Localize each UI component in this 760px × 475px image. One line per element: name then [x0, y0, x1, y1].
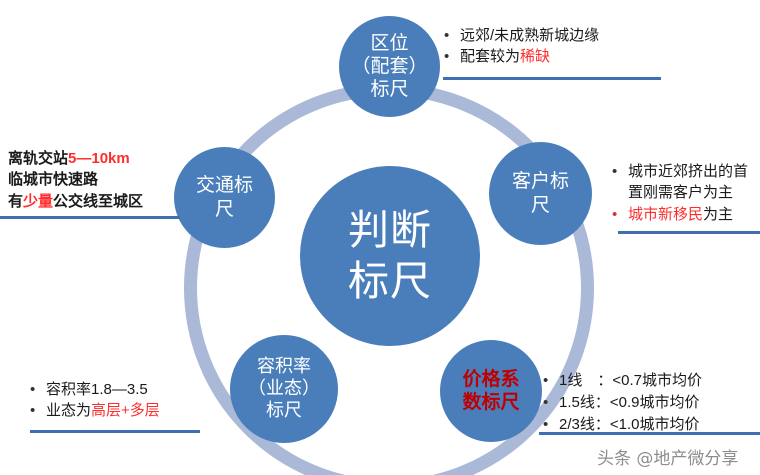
callout-price-bullet-3: • 2/3线：<1.0城市均价 — [543, 414, 702, 436]
node-location-line-1: 区位 — [370, 32, 409, 54]
callout-far-bullet-2: • 业态为高层+多层 — [30, 401, 160, 422]
node-far-line-3: 标尺 — [266, 399, 302, 420]
node-far-line-2: （业态） — [248, 378, 320, 399]
bullet-marker: • — [543, 372, 549, 389]
bullet-marker: • — [612, 163, 618, 180]
callout-customer-line-2: 置刚需客户为主 — [612, 182, 748, 203]
node-price[interactable]: 价格系 数标尺 — [440, 340, 542, 442]
callout-customer-text-3a: 城市新移民 — [628, 205, 704, 223]
node-far[interactable]: 容积率 （业态） 标尺 — [230, 335, 338, 443]
bullet-marker: • — [543, 394, 549, 412]
callout-traffic-text-3b: 少量 — [23, 192, 54, 210]
underline-price — [539, 432, 760, 435]
callout-traffic-text-3a: 有 — [8, 192, 24, 210]
bullet-marker: • — [30, 381, 36, 398]
node-location-line-2: （配套） — [351, 55, 428, 77]
node-customer[interactable]: 客户标 尺 — [489, 142, 592, 245]
center-hub-line-2: 标尺 — [348, 258, 432, 304]
watermark-label: 头条 @地产微分享 — [597, 449, 739, 469]
callout-traffic-text-2: 临城市快速路 — [8, 171, 99, 189]
callout-price-bullet-2: • 1.5线：<0.9城市均价 — [543, 392, 702, 414]
callout-customer-text-1: 城市近郊挤出的首 — [628, 163, 749, 180]
bullet-marker: • — [543, 416, 549, 434]
node-traffic-line-2: 尺 — [214, 198, 234, 220]
callout-traffic-text-1a: 离轨交站 — [8, 150, 69, 167]
node-price-line-2: 数标尺 — [462, 392, 520, 413]
callout-price-text-3: 2/3线：<1.0城市均价 — [559, 416, 700, 434]
node-customer-line-1: 客户标 — [511, 171, 569, 193]
callout-far-bullet-1: • 容积率1.8—3.5 — [30, 380, 160, 401]
node-traffic[interactable]: 交通标 尺 — [174, 147, 275, 248]
node-traffic-line-1: 交通标 — [195, 175, 253, 197]
callout-location-text-2a: 配套较为 — [460, 47, 521, 65]
center-hub-line-1: 判断 — [348, 206, 432, 253]
callout-far-text-1: 容积率1.8—3.5 — [46, 381, 148, 398]
node-center-hub[interactable]: 判断 标尺 — [300, 166, 480, 346]
node-location[interactable]: 区位 （配套） 标尺 — [339, 16, 440, 117]
callout-price-bullet-1: • 1线 ：<0.7城市均价 — [543, 370, 702, 392]
callout-customer-text-3b: 为主 — [703, 205, 734, 223]
callout-traffic-line-2: 临城市快速路 — [8, 169, 143, 190]
bullet-marker: • — [444, 47, 450, 65]
callout-customer-bullet-3: • 城市新移民为主 — [612, 204, 748, 225]
callout-traffic-line-3: 有少量公交线至城区 — [8, 191, 143, 212]
node-location-line-3: 标尺 — [370, 79, 409, 101]
callout-location-text-1: 远郊/未成熟新城边缘 — [460, 27, 600, 44]
callout-price: • 1线 ：<0.7城市均价 • 1.5线：<0.9城市均价 • 2/3线：<1… — [543, 370, 702, 437]
underline-location — [443, 77, 661, 80]
callout-location-bullet-1: • 远郊/未成熟新城边缘 — [444, 26, 599, 47]
underline-customer — [618, 231, 760, 234]
node-customer-line-2: 尺 — [530, 194, 550, 216]
callout-far-text-2a: 业态为 — [46, 401, 92, 419]
underline-far — [30, 430, 200, 433]
callout-far-text-2b: 高层+多层 — [91, 401, 160, 419]
callout-traffic-line-1: 离轨交站5—10km — [8, 148, 143, 169]
underline-traffic — [0, 216, 180, 219]
node-price-line-1: 价格系 — [462, 368, 520, 390]
callout-customer: • 城市近郊挤出的首 置刚需客户为主 • 城市新移民为主 — [612, 161, 748, 225]
bullet-marker: • — [30, 401, 36, 419]
callout-location-bullet-2: • 配套较为稀缺 — [444, 47, 599, 68]
callout-location: • 远郊/未成熟新城边缘 • 配套较为稀缺 — [444, 26, 599, 67]
bullet-marker: • — [444, 27, 450, 44]
callout-traffic: 离轨交站5—10km 临城市快速路 有少量公交线至城区 — [8, 148, 143, 212]
callout-traffic-text-3c: 公交线至城区 — [53, 192, 144, 210]
callout-price-text-1: 1线 ：<0.7城市均价 — [559, 372, 702, 389]
bullet-marker: • — [612, 205, 618, 223]
callout-customer-text-2: 置刚需客户为主 — [628, 184, 734, 202]
callout-customer-bullet-1: • 城市近郊挤出的首 — [612, 161, 748, 182]
callout-far: • 容积率1.8—3.5 • 业态为高层+多层 — [30, 380, 160, 421]
callout-traffic-text-1b: 5—10km — [68, 150, 130, 167]
node-far-line-1: 容积率 — [257, 356, 311, 377]
callout-price-text-2: 1.5线：<0.9城市均价 — [559, 394, 700, 412]
callout-location-text-2b: 稀缺 — [520, 47, 551, 65]
